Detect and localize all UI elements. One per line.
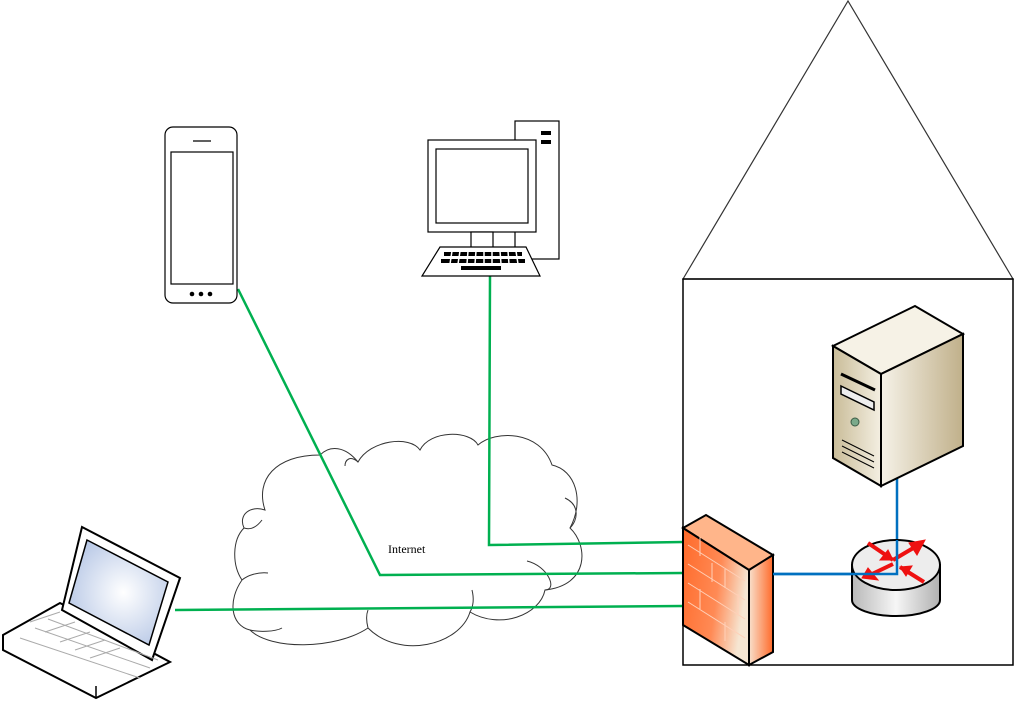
firewall-icon (681, 513, 775, 667)
cloud-inner-arc (564, 497, 577, 529)
server-icon (830, 304, 966, 488)
cloud-inner-arc (243, 519, 263, 530)
laptop-icon (1, 525, 182, 700)
link-desktop-firewall (487, 275, 684, 547)
house (681, 0, 1015, 666)
cloud-inner-arc (366, 609, 369, 629)
link-smartphone-firewall (236, 288, 684, 577)
cloud-inner-arc (344, 458, 359, 467)
external-links (174, 275, 684, 612)
cloud-inner-arc (249, 627, 283, 632)
cloud-inner-arc (469, 589, 474, 613)
cloud-inner-arc (241, 572, 269, 581)
house-roof (681, 0, 1015, 280)
desktop-computer-icon (420, 120, 560, 277)
cloud-label: Internet (388, 542, 426, 556)
cloud-inner-arc (526, 560, 552, 591)
smartphone-icon (164, 126, 238, 304)
link-laptop-firewall (174, 604, 684, 612)
internet-cloud: Internet (232, 433, 583, 647)
cloud-outline (232, 433, 583, 647)
router-icon (773, 539, 941, 617)
house-body (682, 278, 1014, 666)
